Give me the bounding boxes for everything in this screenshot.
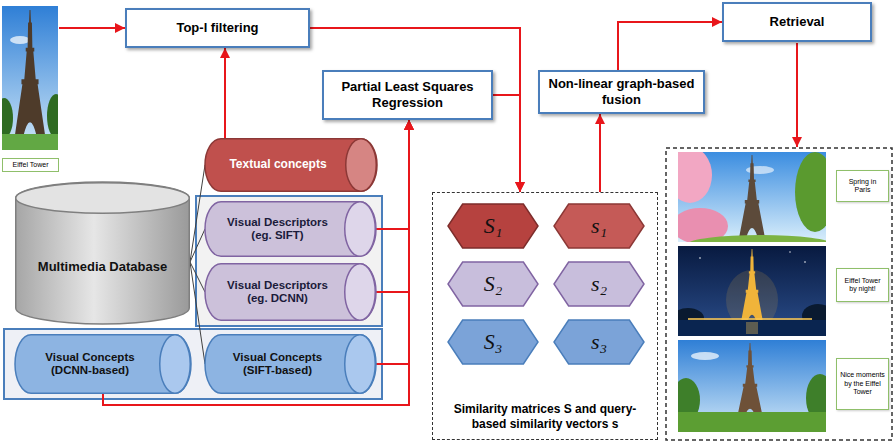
- query-image: Eiffel Tower: [2, 6, 59, 172]
- label-group: s₂: [591, 273, 607, 295]
- result-arrow: [796, 43, 798, 147]
- node-label: Spring in Paris: [840, 178, 885, 195]
- night-photo: [678, 246, 826, 336]
- label-group: Visual Concepts (SIFT-based): [217, 351, 338, 377]
- result-callout: Spring in Paris: [836, 170, 889, 202]
- label-group: S₃: [484, 331, 503, 353]
- similarity-hexagon: S₃: [447, 319, 539, 365]
- node-label: S₃: [484, 331, 503, 353]
- label-group: Spring in Paris: [840, 178, 885, 195]
- label-group: S₂: [484, 273, 503, 295]
- node-label: Similarity matrices S and query-based si…: [441, 402, 649, 431]
- result-callout: Nice moments by the Eiffel Tower: [836, 358, 889, 410]
- flow-arrow: [376, 120, 409, 364]
- node-label: Retrieval: [770, 14, 825, 30]
- descriptor-group: [196, 196, 382, 326]
- flow-arrow: [493, 95, 520, 192]
- label-group: Visual Descriptors (eg. DCNN): [217, 279, 338, 305]
- process-box: Non-linear graph-based fusion: [538, 70, 705, 114]
- label-group: Non-linear graph-based fusion: [546, 76, 697, 107]
- node-label: S₂: [484, 273, 503, 295]
- result-callout: Eiffel Tower by night!: [836, 268, 889, 302]
- similarity-hexagon: s₃: [553, 319, 645, 365]
- similarity-hexagon: S₁: [447, 203, 539, 249]
- concept-group: [4, 329, 382, 399]
- process-box: Retrieval: [722, 2, 872, 42]
- node-label: S₁: [484, 215, 503, 237]
- node-label: Textual concepts: [229, 158, 326, 172]
- node-label: Non-linear graph-based fusion: [546, 76, 697, 107]
- flow-arrow: [59, 27, 125, 29]
- process-box: Partial Least Squares Regression: [322, 70, 493, 120]
- label-group: S₁: [484, 215, 503, 237]
- label-group: Top-l filtering: [176, 20, 258, 36]
- node-label: Eiffel Tower by night!: [840, 277, 885, 294]
- label-group: Textual concepts: [229, 158, 326, 172]
- node-label: Multimedia Database: [38, 259, 167, 275]
- label-group: Multimedia Database: [38, 259, 167, 275]
- node-label: Top-l filtering: [176, 20, 258, 36]
- label-group: Retrieval: [770, 14, 825, 30]
- flow-arrow: [376, 120, 409, 229]
- node-label: Visual Descriptors (eg. SIFT): [217, 216, 338, 242]
- node-label: s₁: [591, 215, 607, 237]
- similarity-hexagon: s₁: [553, 203, 645, 249]
- node-label: Visual Concepts (DCNN-based): [27, 351, 153, 377]
- label-group: Partial Least Squares Regression: [330, 79, 485, 110]
- node-label: Visual Descriptors (eg. DCNN): [217, 279, 338, 305]
- textual-concepts-cylinder: Textual concepts: [205, 138, 377, 192]
- flow-arrow: [599, 114, 601, 192]
- flow-arrow: [618, 22, 722, 70]
- node-label: Eiffel Tower: [2, 158, 59, 172]
- flow-arrow: [190, 165, 205, 262]
- similarity-panel: S₁ s₁ S₂ s₂ S₃ s₃ Similarity matrices S and qu…: [432, 192, 658, 440]
- similarity-hexagon: s₂: [553, 261, 645, 307]
- results-panel: [666, 148, 892, 440]
- query-photo: [2, 6, 58, 150]
- node-label: Partial Least Squares Regression: [330, 79, 485, 110]
- label-group: Eiffel Tower by night!: [840, 277, 885, 294]
- visual-descriptor-cylinder: Visual Descriptors (eg. DCNN): [205, 263, 376, 321]
- node-label: Nice moments by the Eiffel Tower: [840, 371, 885, 396]
- visual-concept-cylinder: Visual Concepts (SIFT-based): [205, 334, 376, 394]
- spring-photo: [678, 152, 826, 242]
- process-box: Top-l filtering: [125, 8, 310, 48]
- flow-arrow: [224, 48, 226, 138]
- label-group: Visual Concepts (DCNN-based): [27, 351, 153, 377]
- flow-arrow: [190, 262, 205, 364]
- cylinder-shape: [15, 182, 190, 324]
- lawn-photo: [678, 340, 826, 432]
- flow-arrow: [190, 229, 205, 262]
- label-group: s₁: [591, 215, 607, 237]
- visual-descriptor-cylinder: Visual Descriptors (eg. SIFT): [205, 201, 376, 257]
- node-label: s₃: [591, 331, 607, 353]
- database-cylinder: Multimedia Database: [15, 182, 190, 324]
- label-group: Similarity matrices S and query-based si…: [441, 402, 649, 431]
- node-label: Visual Concepts (SIFT-based): [217, 351, 338, 377]
- label-group: Eiffel Tower: [2, 158, 59, 172]
- similarity-hexagon: S₂: [447, 261, 539, 307]
- node-label: s₂: [591, 273, 607, 295]
- visual-concept-cylinder: Visual Concepts (DCNN-based): [15, 334, 191, 394]
- label-group: Nice moments by the Eiffel Tower: [840, 371, 885, 396]
- label-group: Visual Descriptors (eg. SIFT): [217, 216, 338, 242]
- flow-arrow: [376, 120, 409, 292]
- label-group: s₃: [591, 331, 607, 353]
